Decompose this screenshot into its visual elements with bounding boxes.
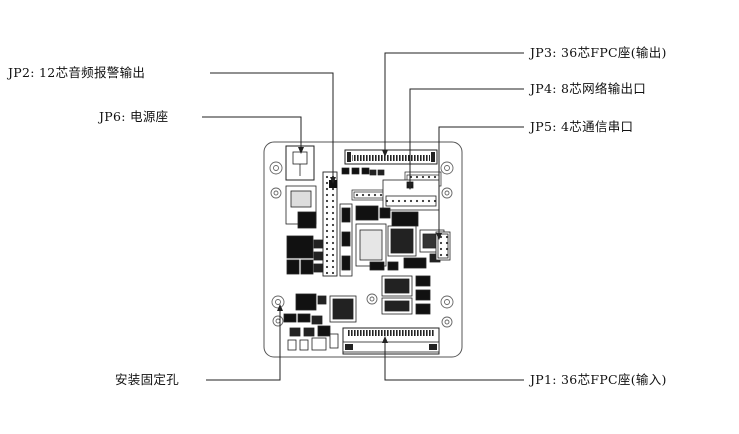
jp6-power-socket [285, 145, 315, 181]
left-components [285, 185, 324, 275]
jp1-connector [342, 327, 440, 355]
jp2-header [322, 171, 338, 277]
jp3-connector [344, 149, 438, 165]
jp5-leader [438, 126, 524, 236]
jp4-label: JP4: 8芯网络输出口 [528, 81, 646, 96]
mount-hole [272, 315, 284, 327]
jp2-label: JP2: 12芯音频报警输出 [6, 65, 145, 80]
jp2-leader [210, 72, 334, 180]
jp1-label: JP1: 36芯FPC座(输入) [528, 372, 667, 387]
jp6-label: JP6: 电源座 [97, 109, 168, 124]
jp3-label: JP3: 36芯FPC座(输出) [528, 45, 667, 60]
mount-hole [441, 187, 453, 199]
mount-hole-label: 安装固定孔 [115, 372, 179, 387]
mount-hole [441, 316, 453, 328]
mount-hole [366, 293, 378, 305]
mounting-holes [269, 161, 454, 328]
jp5-serial-connector [435, 231, 451, 261]
arrowheads [277, 147, 442, 343]
jp6-leader [202, 116, 302, 150]
mount-hole [440, 161, 454, 175]
jp3-leader [384, 52, 524, 153]
jp4-leader [409, 88, 524, 186]
mount-hole [440, 295, 454, 309]
lower-components [283, 275, 431, 351]
jp1-leader [384, 340, 524, 381]
mount-hole [271, 295, 285, 309]
mount-hole [269, 161, 283, 175]
mount-hole [270, 187, 282, 199]
jp5-label: JP5: 4芯通信串口 [528, 119, 633, 134]
mount-leader [206, 308, 281, 381]
leader-lines [202, 52, 524, 381]
